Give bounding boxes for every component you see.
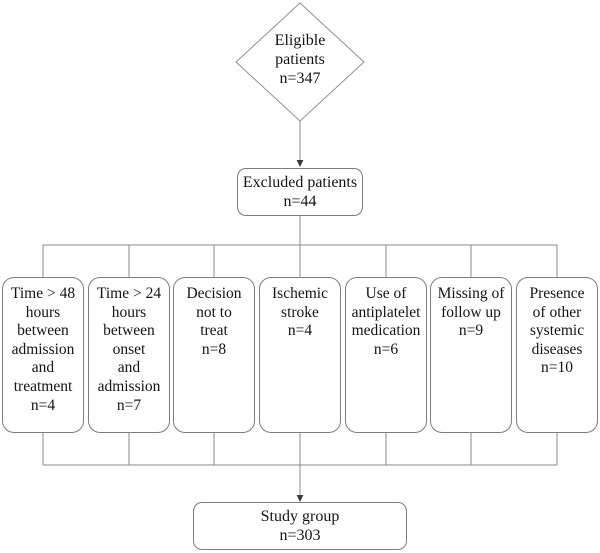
reason-box-systemic-diseases: Presence of other systemic diseases n=10 [516, 277, 598, 433]
reason-box-time-24: Time > 24 hours between onset and admiss… [88, 277, 170, 433]
reason-label: Ischemic stroke [272, 285, 328, 321]
reason-count: n=10 [541, 359, 573, 377]
reason-box-ischemic-stroke: Ischemic stroke n=4 [259, 277, 341, 433]
excluded-patients-box: Excluded patients n=44 [237, 168, 363, 216]
eligible-patients-diamond: Eligible patients n=347 [240, 31, 360, 89]
reason-label: Presence of other systemic diseases [529, 285, 585, 358]
eligible-patients-count: n=347 [279, 70, 321, 88]
reason-count: n=4 [30, 396, 56, 414]
reason-count: n=9 [458, 322, 484, 340]
study-group-box: Study group n=303 [193, 502, 407, 550]
reason-label: Time > 48 hours between admission and tr… [10, 285, 76, 395]
reason-count: n=6 [373, 340, 399, 358]
reason-box-antiplatelet: Use of antiplatelet medication n=6 [345, 277, 427, 433]
eligible-patients-label: Eligible patients [274, 32, 326, 69]
arrowhead-to-excluded [296, 160, 304, 167]
reason-label: Use of antiplatelet medication [351, 285, 421, 340]
reason-label: Decision not to treat [186, 285, 242, 340]
study-group-count: n=303 [279, 527, 321, 544]
reason-count: n=8 [201, 340, 227, 358]
excluded-patients-label: Excluded patients [242, 173, 358, 191]
excluded-patients-count: n=44 [283, 193, 317, 210]
reason-count: n=7 [116, 396, 142, 414]
reason-count: n=4 [287, 322, 313, 340]
reason-label: Time > 24 hours between onset and admiss… [96, 285, 162, 395]
arrowhead-to-study [296, 495, 304, 502]
study-group-label: Study group [260, 507, 340, 525]
reason-box-missing-follow-up: Missing of follow up n=9 [430, 277, 512, 433]
reason-box-decision-not-to-treat: Decision not to treat n=8 [173, 277, 255, 433]
reason-box-time-48: Time > 48 hours between admission and tr… [2, 277, 84, 433]
reason-label: Missing of follow up [437, 285, 505, 321]
